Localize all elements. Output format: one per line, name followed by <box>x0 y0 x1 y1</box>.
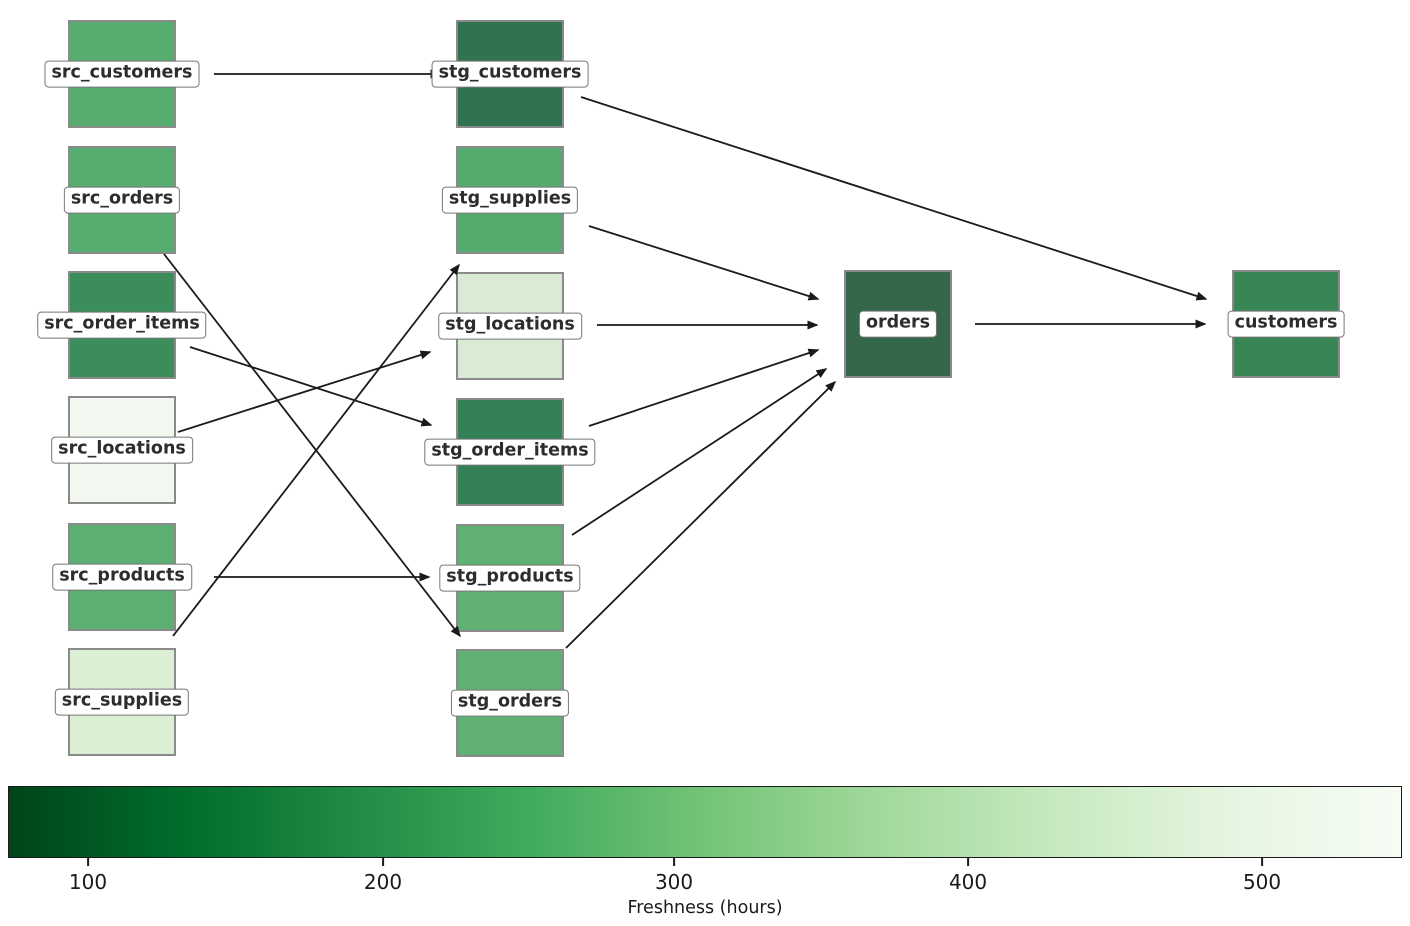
node-label-stg_order_items: stg_order_items <box>424 438 596 466</box>
colorbar-tick-500 <box>1261 858 1263 866</box>
node-label-stg_orders: stg_orders <box>450 689 570 717</box>
colorbar-tick-300 <box>673 858 675 866</box>
node-label-src_products: src_products <box>52 563 192 591</box>
colorbar-tick-100 <box>87 858 89 866</box>
edge-src_orders-to-stg_orders <box>163 253 461 638</box>
node-label-src_order_items: src_order_items <box>37 311 207 339</box>
colorbar-axis-label: Freshness (hours) <box>627 898 783 918</box>
node-label-src_customers: src_customers <box>44 60 200 88</box>
node-label-customers: customers <box>1227 310 1345 338</box>
colorbar-tick-label-200: 200 <box>363 870 403 894</box>
colorbar-tick-400 <box>967 858 969 866</box>
node-label-stg_customers: stg_customers <box>431 60 589 88</box>
node-label-stg_products: stg_products <box>439 564 581 592</box>
node-label-src_orders: src_orders <box>63 186 181 214</box>
node-label-stg_locations: stg_locations <box>438 312 582 340</box>
edge-stg_orders-to-orders <box>565 380 837 649</box>
colorbar-tick-200 <box>382 858 384 866</box>
edge-stg_supplies-to-orders <box>588 225 820 301</box>
node-label-stg_supplies: stg_supplies <box>441 186 579 214</box>
colorbar-tick-label-500: 500 <box>1242 870 1282 894</box>
node-label-orders: orders <box>858 310 938 338</box>
edge-src_order_items-to-stg_order_items <box>189 346 433 427</box>
edge-stg_customers-to-customers <box>580 96 1208 301</box>
colorbar-tick-label-300: 300 <box>654 870 694 894</box>
node-label-src_supplies: src_supplies <box>54 688 190 716</box>
node-label-src_locations: src_locations <box>51 436 193 464</box>
colorbar-tick-label-400: 400 <box>948 870 988 894</box>
edge-src_locations-to-stg_locations <box>177 350 432 433</box>
edge-src_supplies-to-stg_supplies <box>172 263 460 637</box>
edge-stg_products-to-orders <box>571 368 828 536</box>
freshness-colorbar <box>8 786 1402 858</box>
edge-stg_order_items-to-orders <box>588 348 820 427</box>
colorbar-tick-label-100: 100 <box>68 870 108 894</box>
